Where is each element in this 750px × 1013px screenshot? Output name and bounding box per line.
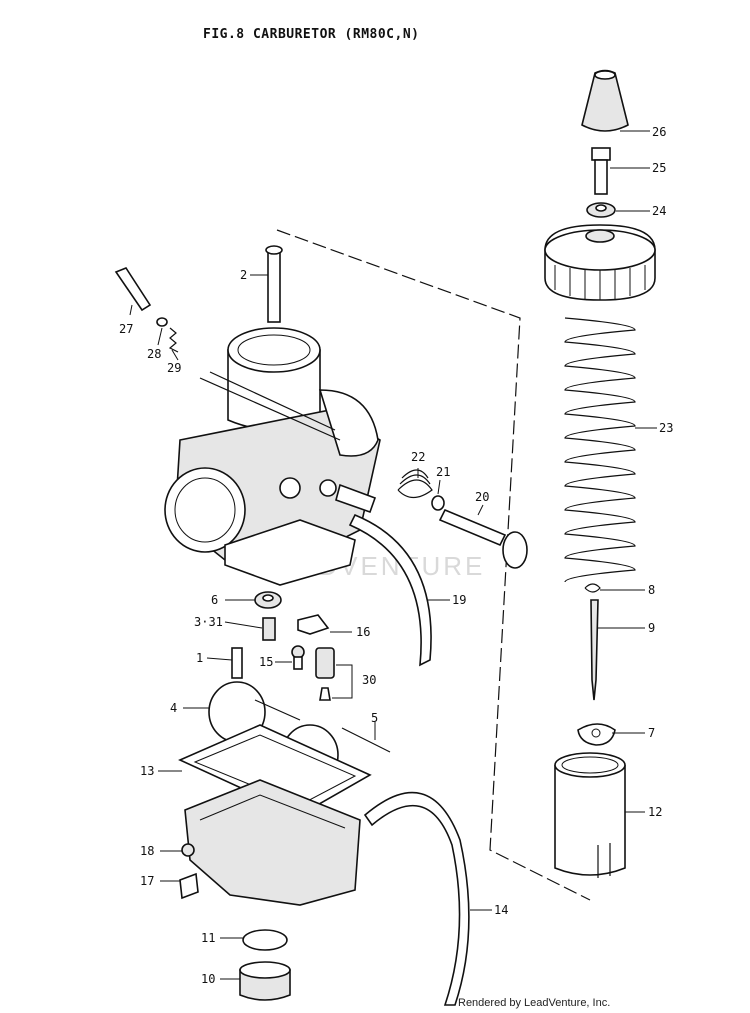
callout-1: 1 [196, 651, 203, 665]
part-28-washer [156, 317, 168, 327]
part-27-air-screw [114, 267, 152, 312]
callout-24: 24 [652, 204, 666, 218]
callout-20: 20 [475, 490, 489, 504]
callout-23: 23 [659, 421, 673, 435]
part-29-spring [168, 327, 179, 353]
figure-title: FIG.8 CARBURETOR (RM80C,N) [203, 27, 420, 42]
callout-10: 10 [201, 972, 215, 986]
part-2-vent-tube [265, 245, 283, 323]
part-23-spring [564, 317, 636, 583]
callout-29: 29 [167, 361, 181, 375]
part-15-screw [291, 645, 305, 670]
part-30-valve-seat [315, 647, 335, 701]
part-9-jet-needle [590, 599, 599, 701]
part-11-o-ring [242, 929, 288, 951]
carburetor-body [164, 327, 381, 586]
leader-lines [129, 130, 657, 980]
part-25-adjuster [591, 147, 611, 195]
callout-7: 7 [648, 726, 655, 740]
callout-13: 13 [140, 764, 154, 778]
callout-28: 28 [147, 347, 161, 361]
part-16-float-arm [297, 614, 330, 635]
part-1-needle-jet [231, 647, 243, 679]
part-20-pilot-screw [438, 508, 528, 569]
part-24-nut [586, 202, 616, 218]
callout-25: 25 [652, 161, 666, 175]
float-bowl [184, 779, 361, 906]
callout-3-31: 3·31 [194, 615, 223, 629]
callout-17: 17 [140, 874, 154, 888]
part-12-throttle-valve [554, 752, 626, 878]
part-22-spring [397, 469, 433, 499]
part-3-main-jet [262, 617, 276, 641]
callout-12: 12 [648, 805, 662, 819]
part-14-hose [363, 791, 470, 1006]
callout-labels: 26 25 24 23 8 9 7 12 14 2 27 28 29 22 21… [119, 125, 673, 986]
part-18-plug [181, 843, 195, 857]
part-5-float-pin [341, 727, 391, 753]
callout-26: 26 [652, 125, 666, 139]
callout-9: 9 [648, 621, 655, 635]
callout-14: 14 [494, 903, 508, 917]
mixing-chamber-top-cap [544, 224, 656, 301]
callout-22: 22 [411, 450, 425, 464]
callout-8: 8 [648, 583, 655, 597]
part-7-retainer [577, 723, 616, 746]
callout-15: 15 [259, 655, 273, 669]
part-8-clip [584, 583, 601, 593]
callout-5: 5 [371, 711, 378, 725]
callout-6: 6 [211, 593, 218, 607]
callout-18: 18 [140, 844, 154, 858]
part-6-washer [254, 591, 282, 609]
callout-30: 30 [362, 673, 376, 687]
part-26-cap [581, 69, 629, 132]
callout-27: 27 [119, 322, 133, 336]
part-19-hose [348, 513, 432, 667]
part-10-drain-plug [239, 961, 291, 1001]
callout-21: 21 [436, 465, 450, 479]
part-17-screw [179, 872, 199, 900]
callout-4: 4 [170, 701, 177, 715]
callout-11: 11 [201, 931, 215, 945]
callout-2: 2 [240, 268, 247, 282]
callout-16: 16 [356, 625, 370, 639]
credit-text: Rendered by LeadVenture, Inc. [458, 997, 610, 1009]
part-21-o-ring [431, 495, 445, 511]
assembly-guide-line [276, 229, 591, 901]
callout-19: 19 [452, 593, 466, 607]
